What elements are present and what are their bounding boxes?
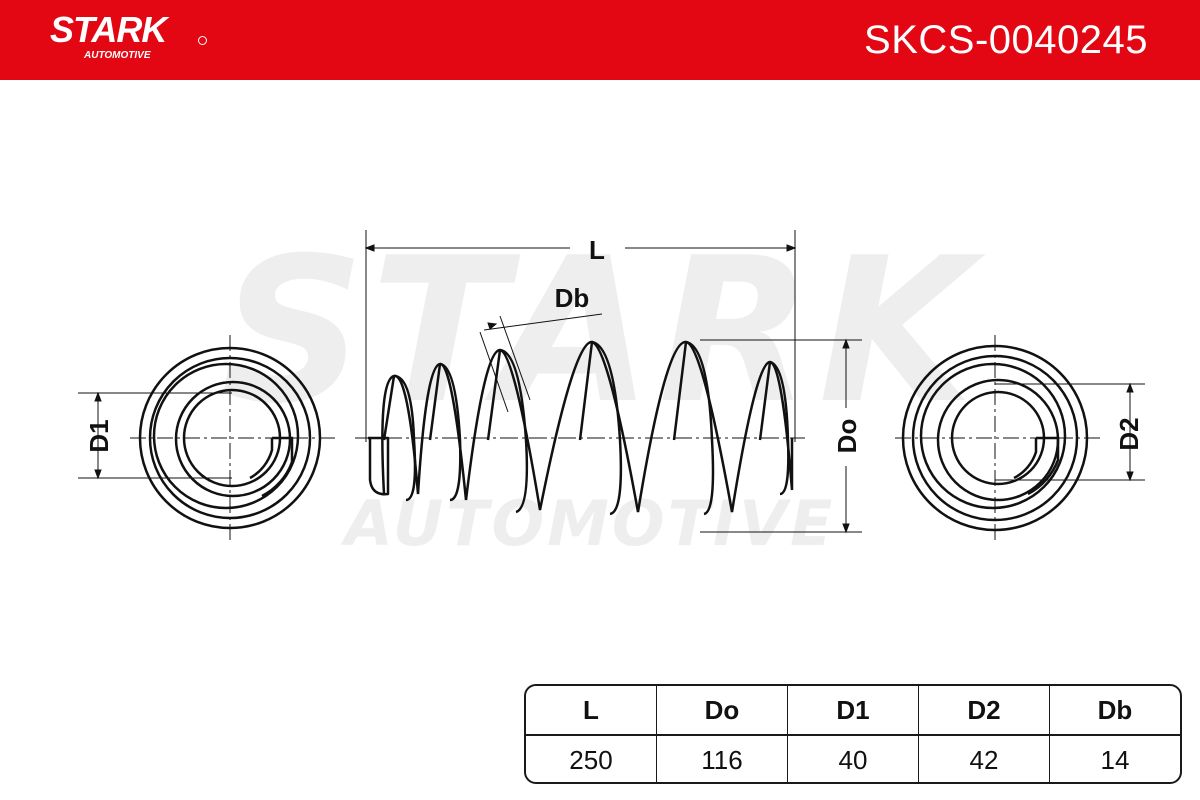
right-coil-end-2	[1013, 438, 1038, 480]
header-cell-d2: D2	[918, 686, 1049, 734]
left-coil-end	[261, 436, 294, 498]
length-arrow-left	[364, 244, 375, 252]
registered-mark-icon	[198, 36, 207, 45]
label-wire: Db	[555, 283, 590, 313]
right-ring-3	[919, 362, 1067, 510]
logo-brand: STARK	[50, 9, 167, 50]
header-cell-d1: D1	[787, 686, 918, 734]
spring-side-view	[355, 340, 805, 516]
wire-arrow	[487, 322, 498, 330]
part-number: SKCS-0040245	[864, 18, 1148, 62]
watermark-sub: AUTOMOTIVE	[340, 487, 836, 560]
d1-arrow-bottom	[94, 469, 102, 480]
value-cell-d2: 42	[918, 736, 1049, 782]
label-length: L	[589, 235, 605, 265]
header-cell-l: L	[583, 694, 599, 725]
value-cell-do: 116	[656, 736, 787, 782]
label-d2: D2	[1114, 417, 1144, 450]
dimension-d2	[995, 382, 1145, 482]
outer-arrow-top	[842, 338, 850, 349]
wire-ext-2	[499, 315, 531, 401]
label-outer: Do	[832, 419, 862, 454]
left-coil-end-2	[249, 438, 274, 480]
table-header-row: L Do D1 D2 Db	[526, 686, 1180, 734]
spec-table: L Do D1 D2 Db 250 116 40 42 14	[524, 684, 1182, 784]
label-d1: D1	[84, 419, 114, 452]
header-cell-db: Db	[1049, 686, 1180, 734]
d2-arrow-bottom	[1126, 471, 1134, 482]
wire-dim-line	[483, 313, 603, 331]
left-ring-3	[152, 362, 300, 510]
spring-drawing: STARK AUTOMOTIVE D1	[78, 215, 1145, 560]
value-cell-db: 14	[1049, 736, 1180, 782]
end-view-left	[130, 335, 335, 540]
watermark-main: STARK	[221, 215, 987, 448]
watermark: STARK AUTOMOTIVE	[221, 215, 987, 560]
d2-arrow-top	[1126, 382, 1134, 393]
header-bar: STARK AUTOMOTIVE SKCS-0040245	[0, 0, 1200, 80]
value-cell-d1: 40	[787, 736, 918, 782]
table-value-row: 250 116 40 42 14	[526, 734, 1180, 782]
header-cell-do: Do	[656, 686, 787, 734]
logo-subtitle: AUTOMOTIVE	[84, 50, 151, 61]
stark-logo: STARK AUTOMOTIVE	[50, 10, 210, 66]
end-view-right	[895, 335, 1100, 540]
dimension-outer	[700, 338, 862, 534]
value-cell-l: 250	[569, 744, 613, 775]
d1-arrow-top	[94, 391, 102, 402]
spring-coil-back	[382, 340, 790, 516]
wire-ext-1	[479, 331, 509, 413]
dimension-d1	[78, 391, 232, 480]
dimension-length	[364, 230, 797, 442]
length-arrow-right	[786, 244, 797, 252]
dimension-wire	[479, 313, 603, 413]
outer-arrow-bottom	[842, 523, 850, 534]
right-coil-end	[1027, 436, 1060, 496]
